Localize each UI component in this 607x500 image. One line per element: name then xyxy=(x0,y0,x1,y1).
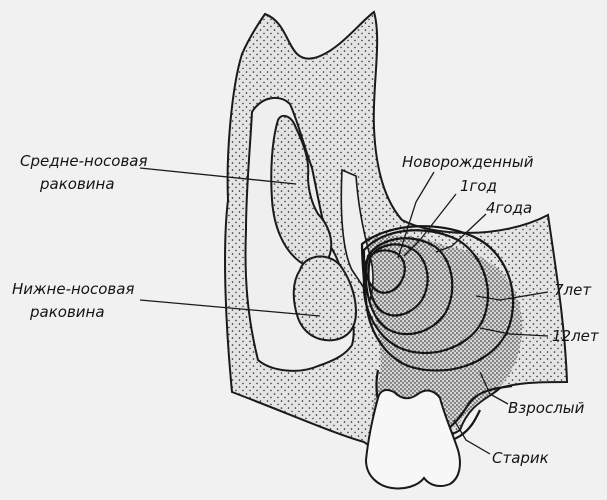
label-inferior-turbinate-line2: раковина xyxy=(30,304,105,321)
label-middle-turbinate-line1: Средне-носовая xyxy=(20,153,148,170)
label-1-year: 1год xyxy=(460,178,497,195)
label-7-years: 7лет xyxy=(554,282,591,299)
label-4-years: 4года xyxy=(486,200,532,217)
label-old: Старик xyxy=(492,450,549,467)
label-adult: Взрослый xyxy=(508,400,584,417)
label-newborn: Новорожденный xyxy=(402,154,534,171)
label-middle-turbinate-line2: раковина xyxy=(40,176,115,193)
label-12-years: 12лет xyxy=(552,328,599,345)
label-inferior-turbinate-line1: Нижне-носовая xyxy=(12,281,134,298)
